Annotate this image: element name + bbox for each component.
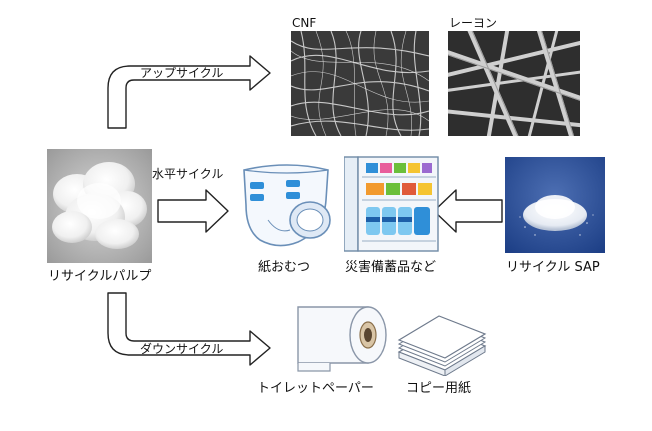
horizontal-arrow: [158, 190, 228, 232]
sap-label: リサイクル SAP: [506, 261, 600, 274]
sap-arrow: [434, 190, 502, 232]
disaster-label: 災害備蓄品など: [345, 261, 436, 274]
cnf-label: CNF: [292, 17, 316, 29]
diaper-illustration: [238, 160, 338, 252]
toilet-label: トイレットペーパー: [257, 382, 374, 395]
copy-label: コピー用紙: [406, 382, 471, 395]
toilet-paper-illustration: [290, 303, 395, 375]
downcycle-label: ダウンサイクル: [140, 343, 223, 355]
sap-photo: [505, 157, 605, 253]
diapers-label: 紙おむつ: [258, 261, 310, 274]
pulp-label: リサイクルパルプ: [48, 270, 151, 283]
rayon-label: レーヨン: [449, 17, 497, 29]
cnf-micrograph: [291, 31, 429, 136]
copy-paper-illustration: [395, 312, 489, 376]
stockpile-cabinet-illustration: [344, 155, 439, 253]
pulp-photo: [47, 149, 152, 263]
horizontal-label: 水平サイクル: [152, 168, 223, 180]
rayon-micrograph: [448, 31, 580, 136]
upcycle-label: アップサイクル: [140, 67, 223, 79]
